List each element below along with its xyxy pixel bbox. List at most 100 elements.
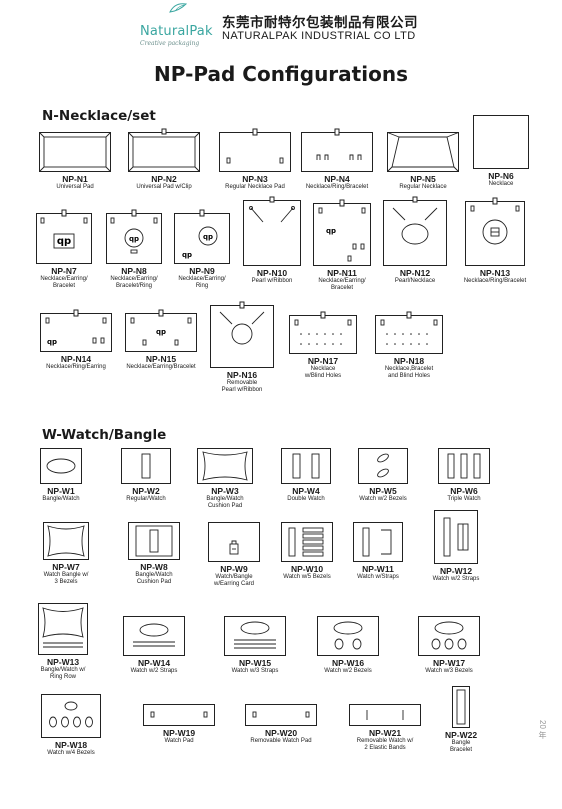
product-code: NP-W17 [432,658,466,668]
product-description: Regular Necklace [399,184,447,190]
svg-text:qp: qp [156,328,166,336]
product-description: Necklace/Earring/ Bracelet [40,276,88,290]
pad-diagram-icon [197,448,253,484]
product-np-w9: NP-W9 Watch/Bangle w/Earring Card [205,522,263,589]
pad-diagram-icon [281,448,331,484]
product-code: NP-N6 [488,171,514,181]
pad-diagram-icon [43,522,89,560]
product-description: Removable Watch w/ 2 Elastic Bands [356,738,414,752]
pad-diagram-icon [383,196,447,266]
logo-tagline: Creative packaging [140,40,200,47]
product-description: Necklace [488,181,514,187]
svg-text:qp: qp [129,235,139,243]
svg-text:qp: qp [203,233,213,241]
product-description: Universal Pad w/Clip [136,184,192,190]
product-np-w22: NP-W22 Bangle Bracelet [438,686,484,755]
pad-diagram-icon [123,616,185,656]
product-description: Necklace/Ring/Bracelet [305,184,369,190]
product-np-n11: qp NP-N11 Necklace/Earring/ Bracelet [310,199,374,293]
pad-diagram-icon [387,132,459,172]
product-description: Watch w/2 Bezels [359,496,407,502]
pad-diagram-icon [434,510,478,564]
product-np-w4: NP-W4 Double Watch [278,448,334,503]
product-np-n8: qp NP-N8 Necklace/Earring/ Bracelet/Ring [103,209,165,291]
pad-diagram-icon [375,311,443,354]
pad-diagram-icon [245,704,317,726]
product-np-w8: NP-W8 Bangle/Watch Cushion Pad [125,522,183,587]
product-code: NP-W3 [211,486,239,496]
product-description: Necklace/Ring/Earring [46,364,106,370]
logo-wordmark: NaturalPak [140,24,213,39]
pad-diagram-icon [128,522,180,560]
product-code: NP-W15 [238,658,272,668]
product-code: NP-W1 [47,486,75,496]
pad-diagram-icon [349,704,421,726]
product-description: Necklace/Earring/ Bracelet [318,278,366,292]
pad-diagram-icon [465,197,525,266]
pad-diagram-icon [210,301,274,368]
pad-diagram-icon [143,704,215,726]
pad-diagram-icon [358,448,408,484]
product-description: Bangle/Watch w/ Ring Row [40,667,86,681]
product-description: Bangle/Watch [42,496,80,502]
pad-diagram-icon: qp [313,199,371,266]
pad-diagram-icon [219,128,291,172]
company-logo: NaturalPak Creative packaging [140,3,218,47]
product-np-w21: NP-W21 Removable Watch w/ 2 Elastic Band… [345,704,425,753]
product-description: Regular/Watch [126,496,166,502]
product-code: NP-W10 [290,564,324,574]
product-np-n2: NP-N2 Universal Pad w/Clip [118,128,210,191]
product-code: NP-N1 [62,174,88,184]
product-np-w3: NP-W3 Bangle/Watch Cushion Pad [195,448,255,511]
product-code: NP-N10 [256,268,288,278]
product-code: NP-N12 [399,268,431,278]
product-np-w15: NP-W15 Watch w/3 Straps [218,616,292,675]
product-code: NP-N5 [410,174,436,184]
product-np-n4: NP-N4 Necklace/Ring/Bracelet [296,128,378,191]
product-code: NP-N3 [242,174,268,184]
pad-diagram-icon: qp [125,309,197,352]
product-code: NP-W16 [331,658,365,668]
pad-diagram-icon [281,522,333,562]
product-description: Bangle/Watch Cushion Pad [206,496,244,510]
product-code: NP-W21 [368,728,402,738]
product-description: Watch w/2 Straps [432,576,480,582]
product-code: NP-N17 [307,356,339,366]
product-np-w18: NP-W18 Watch w/4 Bezels [38,694,104,757]
product-description: Watch Bangle w/ 3 Bezels [43,572,89,586]
pad-diagram-icon [452,686,470,728]
product-code: NP-N13 [479,268,511,278]
product-code: NP-W2 [132,486,160,496]
product-description: Watch/Bangle w/Earring Card [213,574,254,588]
product-code: NP-W22 [444,730,478,740]
product-np-w11: NP-W11 Watch w/Straps [350,522,406,581]
leaf-logo-icon [169,3,188,13]
product-np-w12: NP-W12 Watch w/2 Straps [425,510,487,583]
product-np-w7: NP-W7 Watch Bangle w/ 3 Bezels [36,522,96,587]
product-description: Removable Watch Pad [250,738,312,744]
product-np-n3: NP-N3 Regular Necklace Pad [212,128,298,191]
page-edge-mark: 20 年 [538,720,547,740]
product-description: Triple Watch [447,496,481,502]
product-np-w1: NP-W1 Bangle/Watch [38,448,84,503]
product-np-w19: NP-W19 Watch Pad [140,704,218,745]
pad-diagram-icon [473,115,529,169]
pad-diagram-icon: qp [36,209,92,264]
product-np-w5: NP-W5 Watch w/2 Bezels [355,448,411,503]
product-code: NP-W8 [140,562,168,572]
product-np-n6: NP-N6 Necklace [470,115,532,188]
company-name-english: NATURALPAK INDUSTRIAL CO LTD [222,30,416,42]
product-code: NP-W5 [369,486,397,496]
product-code: NP-W19 [162,728,196,738]
pad-diagram-icon [38,603,88,655]
product-np-w2: NP-W2 Regular/Watch [118,448,174,503]
product-code: NP-W7 [52,562,80,572]
product-description: Double Watch [287,496,325,502]
product-np-w17: NP-W17 Watch w/3 Bezels [413,616,485,675]
pad-diagram-icon [317,616,379,656]
product-description: Pearl/Necklace [394,278,436,284]
watch-section-title: W-Watch/Bangle [42,427,167,443]
product-code: NP-W12 [439,566,473,576]
product-description: Necklace w/Blind Holes [304,366,342,380]
